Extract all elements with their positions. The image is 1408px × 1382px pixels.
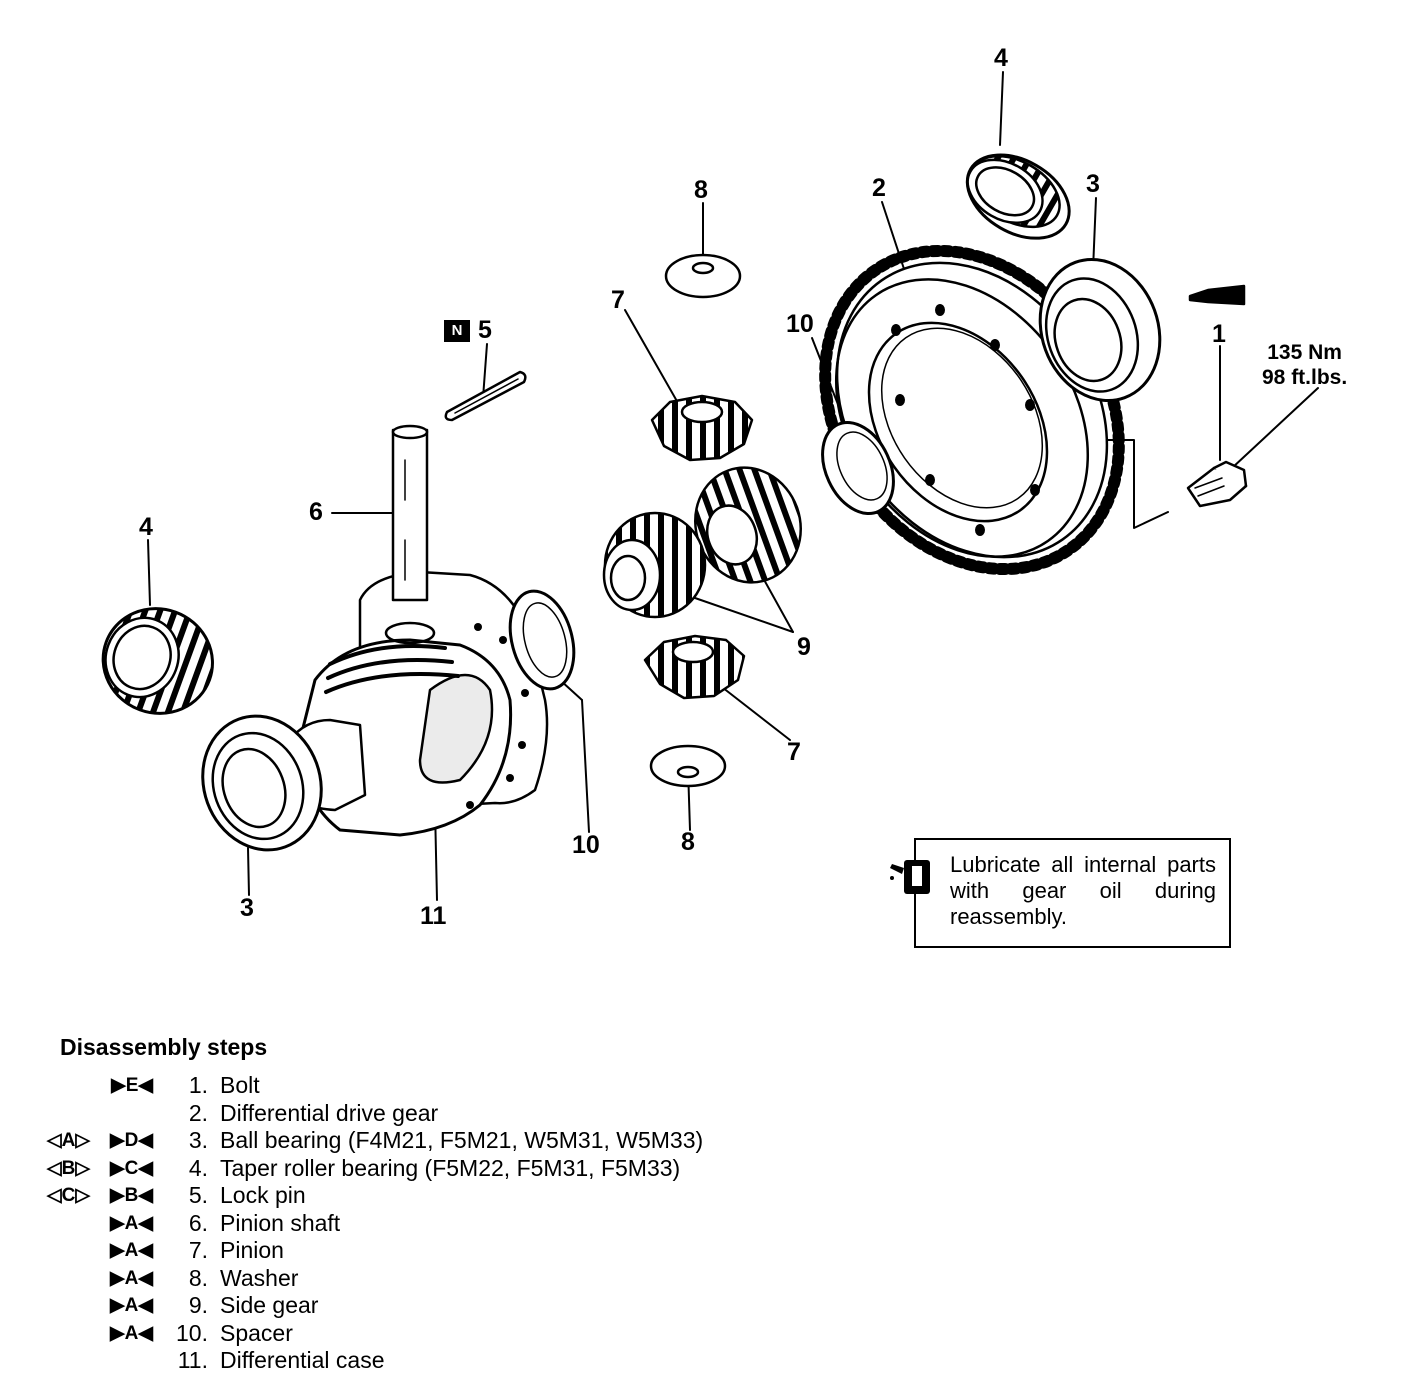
ball-bearing-right <box>1038 257 1162 403</box>
step-name: Washer <box>220 1264 299 1291</box>
step-number: 8. <box>188 1264 208 1291</box>
step-name: Side gear <box>220 1292 319 1318</box>
step-marker-disassembly: ▶B◀ <box>110 1185 153 1206</box>
callout-side-gear: 9 <box>797 633 811 661</box>
step-name: Pinion shaft <box>220 1209 341 1236</box>
step-name: Ball bearing (F4M21, F5M21, W5M31, W5M33… <box>220 1127 704 1153</box>
step-marker-disassembly: ▶A◀ <box>110 1212 153 1234</box>
differential-case-drawing <box>288 570 549 837</box>
step-marker-disassembly: ▶A◀ <box>110 1240 153 1261</box>
side-gear-back <box>694 466 802 584</box>
step-row: ▶E◀ 1. Bolt <box>40 1072 940 1100</box>
callout-taper-top: 4 <box>994 44 1008 72</box>
callout-spacer-right: 10 <box>786 310 814 338</box>
step-name: Pinion <box>220 1237 284 1263</box>
step-number: 1. <box>188 1072 208 1098</box>
step-row: ◁B▷ ▶C◀ 4. Taper roller bearing (F5M22, F5M… <box>40 1155 940 1183</box>
callout-bearing-left: 3 <box>240 894 254 922</box>
callout-bearing-right: 3 <box>1086 170 1100 198</box>
step-name: Bolt <box>220 1072 260 1098</box>
step-row: ▶A◀ 10. Spacer <box>40 1320 940 1348</box>
step-row: 2. Differential drive gear <box>40 1100 940 1128</box>
step-name: Differential drive gear <box>220 1099 439 1126</box>
step-marker-disassembly: ▶C◀ <box>110 1157 153 1179</box>
leader-lines <box>147 71 1319 901</box>
step-row: ◁C▷ ▶B◀ 5. Lock pin <box>40 1182 940 1210</box>
step-number: 10. <box>176 1319 208 1346</box>
step-marker-reassembly: ◁B▷ <box>47 1157 90 1179</box>
lubrication-note-box: Lubricate all internal parts with gear o… <box>890 838 1231 948</box>
step-number: 6. <box>188 1209 208 1236</box>
step-number: 7. <box>188 1237 208 1263</box>
sealant-tube-icon <box>1188 284 1246 306</box>
steps-list: ▶E◀ 1. Bolt 2. Differential drive gear ◁A▷ ▶D◀… <box>40 1072 940 1375</box>
callout-taper-left: 4 <box>139 513 153 541</box>
step-row: 11. Differential case <box>40 1347 940 1375</box>
step-marker-reassembly: ◁A▷ <box>47 1130 90 1151</box>
taper-roller-bearing-top <box>965 153 1071 240</box>
taper-roller-bearing-left <box>101 607 214 715</box>
callout-spacer-left: 10 <box>572 831 600 859</box>
step-row: ◁A▷ ▶D◀ 3. Ball bearing (F4M21, F5M21, W5M3… <box>40 1127 940 1155</box>
callout-diff-case: 11 <box>420 902 447 930</box>
torque-spec: 135 Nm 98 ft.lbs. <box>1262 340 1347 390</box>
differential-drive-gear <box>819 244 1125 576</box>
callout-lock-pin: 5 <box>478 316 492 344</box>
step-number: 9. <box>188 1292 208 1318</box>
step-number: 3. <box>188 1127 208 1153</box>
pinion-shaft-drawing <box>391 424 429 602</box>
step-number: 5. <box>188 1182 208 1208</box>
step-row: ▶A◀ 7. Pinion <box>40 1237 940 1265</box>
callout-washer-top: 8 <box>694 176 708 204</box>
callout-washer-bottom: 8 <box>681 828 695 856</box>
step-number: 4. <box>188 1154 208 1181</box>
step-marker-disassembly: ▶E◀ <box>111 1075 153 1096</box>
callout-pinion-shaft: 6 <box>309 498 323 526</box>
torque-imperial: 98 ft.lbs. <box>1262 366 1348 389</box>
step-row: ▶A◀ 8. Washer <box>40 1265 940 1293</box>
callout-drive-gear: 2 <box>872 174 886 202</box>
side-gear-front <box>602 511 707 619</box>
pinion-top <box>650 394 754 462</box>
step-number: 11. <box>177 1347 208 1373</box>
step-marker-reassembly: ◁C▷ <box>47 1185 90 1206</box>
lubrication-note-text: Lubricate all internal parts with gear o… <box>950 852 1216 929</box>
step-name: Taper roller bearing (F5M22, F5M31, F5M3… <box>220 1154 681 1181</box>
callout-bolt: 1 <box>1212 320 1226 348</box>
lock-pin-tag: N <box>444 320 470 342</box>
step-marker-disassembly: ▶A◀ <box>110 1267 153 1289</box>
lock-pin-drawing <box>444 370 527 422</box>
callout-pinion-top: 7 <box>611 286 625 314</box>
callout-pinion-bottom: 7 <box>787 738 801 766</box>
ball-bearing-left <box>201 714 323 852</box>
torque-metric: 135 Nm <box>1267 341 1342 364</box>
step-marker-disassembly: ▶D◀ <box>110 1130 153 1151</box>
washer-top <box>664 253 742 299</box>
step-row: ▶A◀ 6. Pinion shaft <box>40 1210 940 1238</box>
pinion-bottom <box>643 634 746 700</box>
steps-title: Disassembly steps <box>60 1034 268 1060</box>
step-row: ▶A◀ 9. Side gear <box>40 1292 940 1320</box>
spacer-left <box>508 589 576 691</box>
step-name: Spacer <box>220 1319 293 1346</box>
step-name: Differential case <box>220 1347 385 1373</box>
step-marker-disassembly: ▶A◀ <box>110 1295 153 1316</box>
oil-can-icon <box>890 860 930 894</box>
step-name: Lock pin <box>220 1182 306 1208</box>
bolt-drawing <box>1186 460 1248 508</box>
step-number: 2. <box>188 1099 208 1126</box>
step-marker-disassembly: ▶A◀ <box>110 1322 153 1344</box>
